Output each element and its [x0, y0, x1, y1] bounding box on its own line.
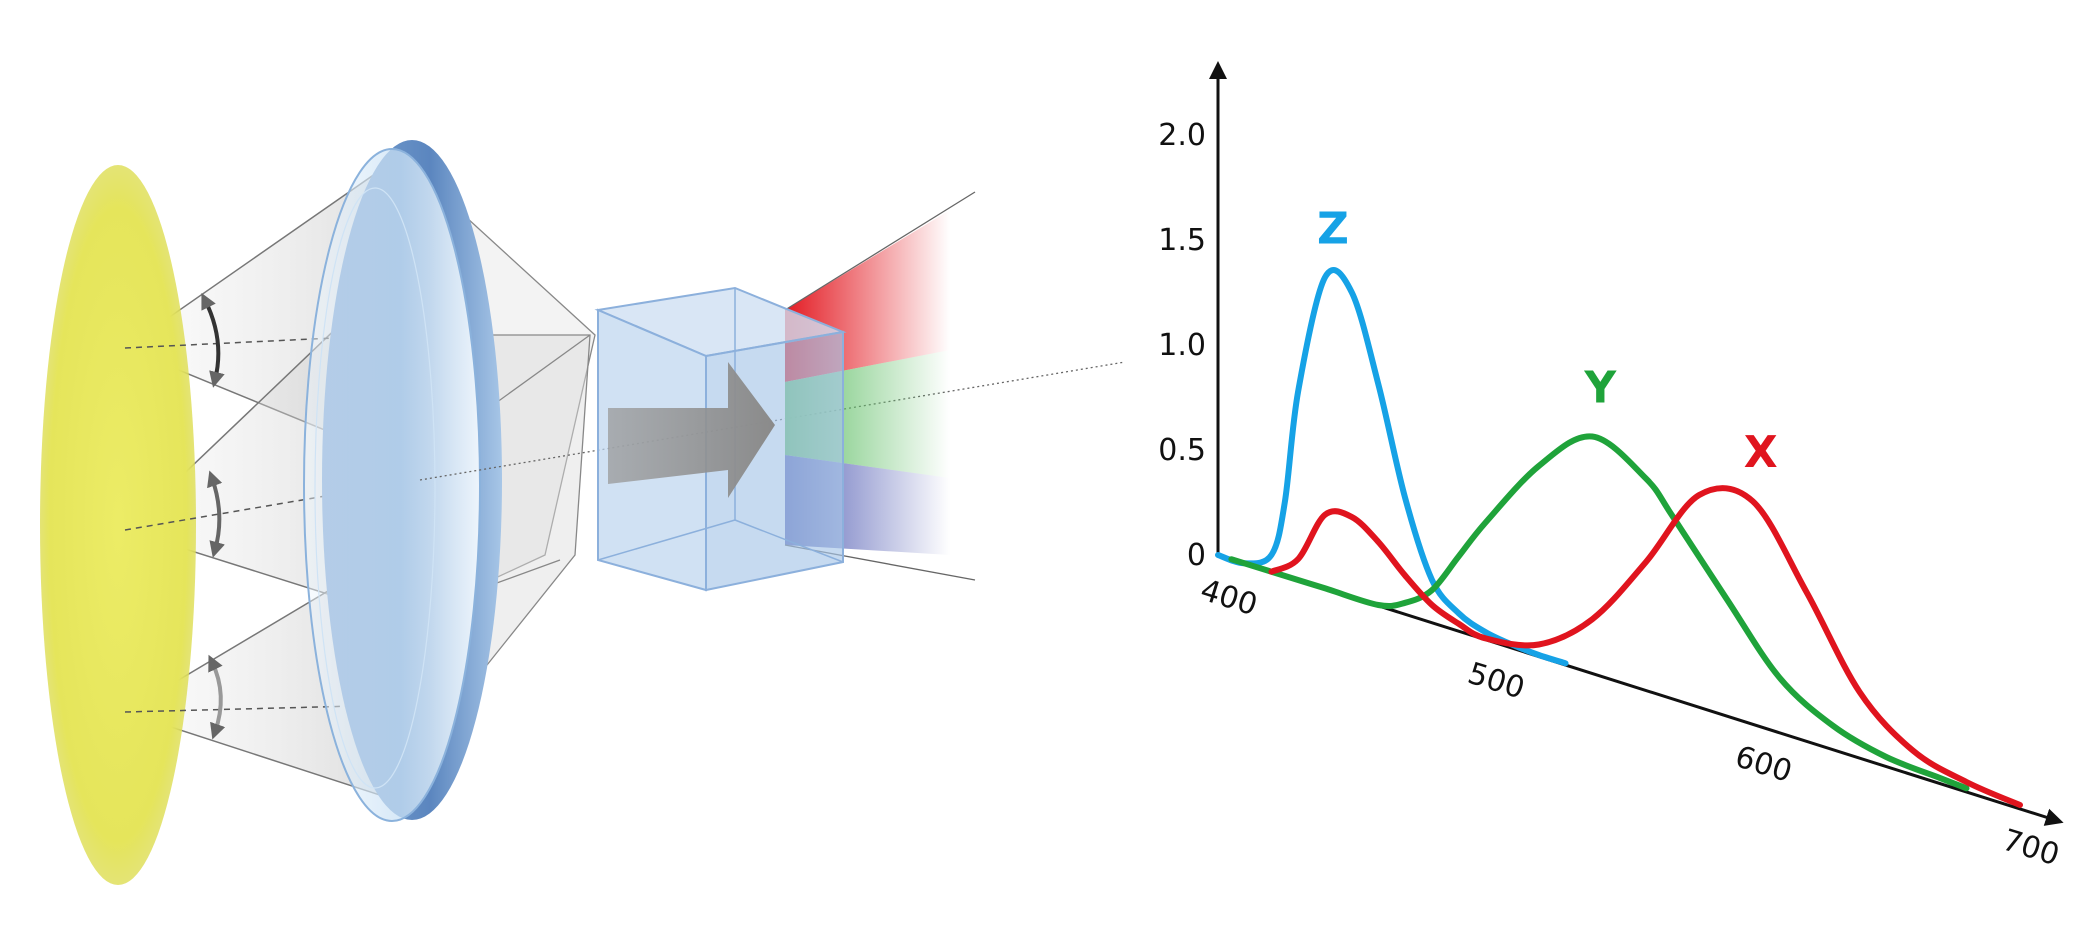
series-labels: Z Y X [1317, 204, 1778, 479]
optics-illustration [40, 140, 1126, 885]
x-tick-label: 400 [1196, 573, 1261, 623]
rotation-arrow-bottom-icon [208, 654, 226, 740]
chart-series [1215, 267, 2023, 808]
arrow-icon [608, 362, 775, 498]
yellow-source-icon [40, 165, 196, 885]
optical-axis-line [419, 361, 1126, 481]
rotation-arrow-middle-icon [207, 470, 225, 558]
lens-icon [303, 140, 502, 822]
y-tick-label: 2.0 [1158, 118, 1206, 153]
series-label-x: X [1744, 427, 1778, 478]
series-line-x [1268, 485, 2023, 808]
series-line-z [1215, 267, 1569, 667]
y-tick-label: 0 [1187, 538, 1206, 573]
y-tick-label: 0.5 [1158, 433, 1206, 468]
x-tick-label: 500 [1464, 656, 1529, 706]
rotation-arrow-top-icon [201, 292, 225, 388]
x-tick-label: 600 [1731, 739, 1796, 789]
y-tick-label: 1.0 [1158, 328, 1206, 363]
y-tick-labels: 0 0.5 1.0 1.5 2.0 [1158, 118, 1206, 573]
series-line-y [1228, 433, 1970, 792]
x-tick-labels: 400 500 600 700 [1196, 573, 2063, 873]
series-label-y: Y [1583, 362, 1617, 413]
color-matching-chart: 0 0.5 1.0 1.5 2.0 400 500 600 700 Z Y X [1158, 61, 2064, 873]
series-label-z: Z [1317, 204, 1349, 255]
x-tick-label: 700 [1998, 823, 2063, 873]
y-tick-label: 1.5 [1158, 223, 1206, 258]
rotation-arrows [201, 292, 226, 740]
